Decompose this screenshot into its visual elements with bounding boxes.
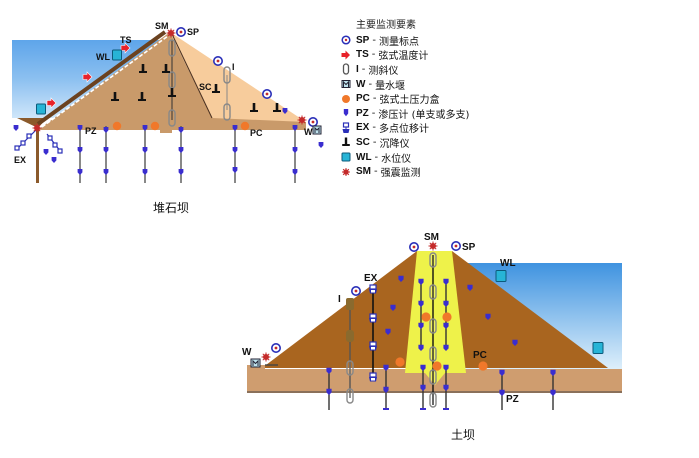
- concrete-face-slab: [36, 30, 167, 126]
- label-pz: PZ: [506, 394, 519, 405]
- legend-item-i: I-测斜仪: [336, 62, 506, 77]
- label-ex: EX: [14, 155, 26, 165]
- inclinometer-icon: [342, 63, 350, 76]
- inclinometer-earth: [346, 298, 354, 404]
- label-w: W: [304, 127, 313, 137]
- legend-item-ts: TS-弦式温度计: [336, 48, 506, 62]
- label-sm: SM: [155, 21, 169, 31]
- seismic-monitor-icon: [342, 167, 350, 176]
- label-sc: SC: [199, 82, 212, 92]
- legend-title: 主要监测要素: [356, 20, 416, 31]
- label-pc: PC: [473, 350, 487, 361]
- inclinometer-strings: [168, 39, 231, 127]
- rockfill-dam-caption: 堆石坝: [153, 201, 190, 215]
- legend-item-w: W-量水堰: [336, 77, 506, 92]
- rockfill-core-zone: [38, 32, 212, 130]
- legend-item-pc: PC-弦式土压力盒: [336, 91, 506, 106]
- label-sp: SP: [187, 27, 199, 37]
- label-pz: PZ: [85, 126, 97, 136]
- pressure-cell-icon: [342, 94, 350, 103]
- rockfill-dam-diagram: SM SP TS WL I SC PZ PC W EX: [12, 21, 324, 183]
- label-i: I: [338, 294, 341, 305]
- rockfill-shell-zone: [170, 32, 306, 130]
- piezometer-strings: [13, 108, 324, 183]
- legend-item-pz: PZ-渗压计 (单支或多支): [336, 106, 506, 121]
- water-level-icon: [341, 152, 351, 162]
- earth-dam-caption: 土坝: [451, 428, 476, 442]
- label-i: I: [232, 62, 235, 72]
- survey-point-icon: [341, 35, 351, 45]
- earth-dam-diagram: SM SP WL EX I W PC PZ: [242, 232, 622, 410]
- label-ex: EX: [364, 273, 378, 284]
- label-sp: SP: [462, 242, 476, 253]
- label-ts: TS: [120, 35, 132, 45]
- legend-item-sm: SM-强震监测: [336, 164, 506, 179]
- label-w: W: [242, 347, 252, 358]
- label-wl: WL: [500, 258, 516, 269]
- weir-icon: [341, 80, 351, 89]
- legend-item-sp: SP-测量标点: [336, 33, 506, 48]
- weir-icon: [312, 125, 322, 135]
- label-pc: PC: [250, 128, 263, 138]
- thermometer-arrow-icon: [341, 50, 350, 60]
- weir-icon: [250, 358, 261, 368]
- piezometer-strings-earth: [326, 275, 556, 410]
- pressure-cells-earth: [395, 312, 488, 371]
- extensometer-group: [14, 129, 63, 154]
- label-wl: WL: [96, 52, 110, 62]
- extensometer-icon: [342, 122, 350, 133]
- legend-item-wl: WL-水位仪: [336, 150, 506, 165]
- piezometer-icon: [343, 109, 349, 117]
- cutoff-wall: [36, 128, 39, 183]
- legend-item-ex: EX-多点位移计: [336, 121, 506, 135]
- legend: 主要监测要素 SP-测量标点 TS-弦式温度计 I-测斜仪 W-量水堰 PC-弦…: [336, 18, 506, 179]
- label-sm: SM: [424, 232, 439, 243]
- settlement-cell-icon: [342, 137, 350, 147]
- legend-item-sc: SC-沉降仪: [336, 135, 506, 150]
